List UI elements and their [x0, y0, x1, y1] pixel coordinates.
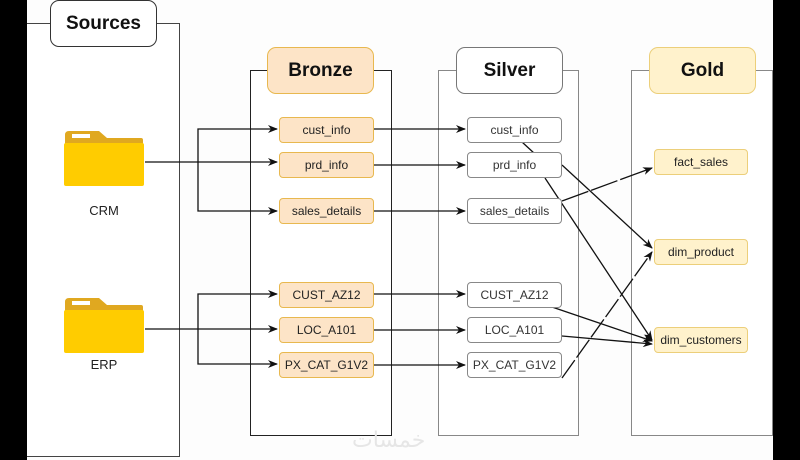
- right-black-bar: [773, 0, 800, 460]
- left-black-bar: [0, 0, 27, 460]
- watermark: خمسات: [352, 428, 426, 453]
- source-label-crm: CRM: [89, 203, 119, 218]
- silver-node-px_cat_g1v2[interactable]: PX_CAT_G1V2: [467, 352, 562, 378]
- silver-node-prd_info[interactable]: prd_info: [467, 152, 562, 178]
- silver-node-cust_az12[interactable]: CUST_AZ12: [467, 282, 562, 308]
- gold-node-fact_sales[interactable]: fact_sales: [654, 149, 748, 175]
- folder-icon: [64, 131, 144, 186]
- gold-header: Gold: [649, 47, 756, 94]
- silver-node-cust_info[interactable]: cust_info: [467, 117, 562, 143]
- bronze-node-sales_details[interactable]: sales_details: [279, 198, 374, 224]
- silver-header: Silver: [456, 47, 563, 94]
- bronze-node-loc_a101[interactable]: LOC_A101: [279, 317, 374, 343]
- gold-node-dim_customers[interactable]: dim_customers: [654, 327, 748, 353]
- bronze-node-cust_az12[interactable]: CUST_AZ12: [279, 282, 374, 308]
- gold-node-dim_product[interactable]: dim_product: [654, 239, 748, 265]
- bronze-node-prd_info[interactable]: prd_info: [279, 152, 374, 178]
- sources-header: Sources: [50, 0, 157, 47]
- bronze-node-cust_info[interactable]: cust_info: [279, 117, 374, 143]
- sources-container: [27, 23, 180, 457]
- silver-node-sales_details[interactable]: sales_details: [467, 198, 562, 224]
- folder-icon: [64, 298, 144, 353]
- source-label-erp: ERP: [90, 357, 118, 372]
- bronze-header: Bronze: [267, 47, 374, 94]
- bronze-node-px_cat_g1v2[interactable]: PX_CAT_G1V2: [279, 352, 374, 378]
- silver-node-loc_a101[interactable]: LOC_A101: [467, 317, 562, 343]
